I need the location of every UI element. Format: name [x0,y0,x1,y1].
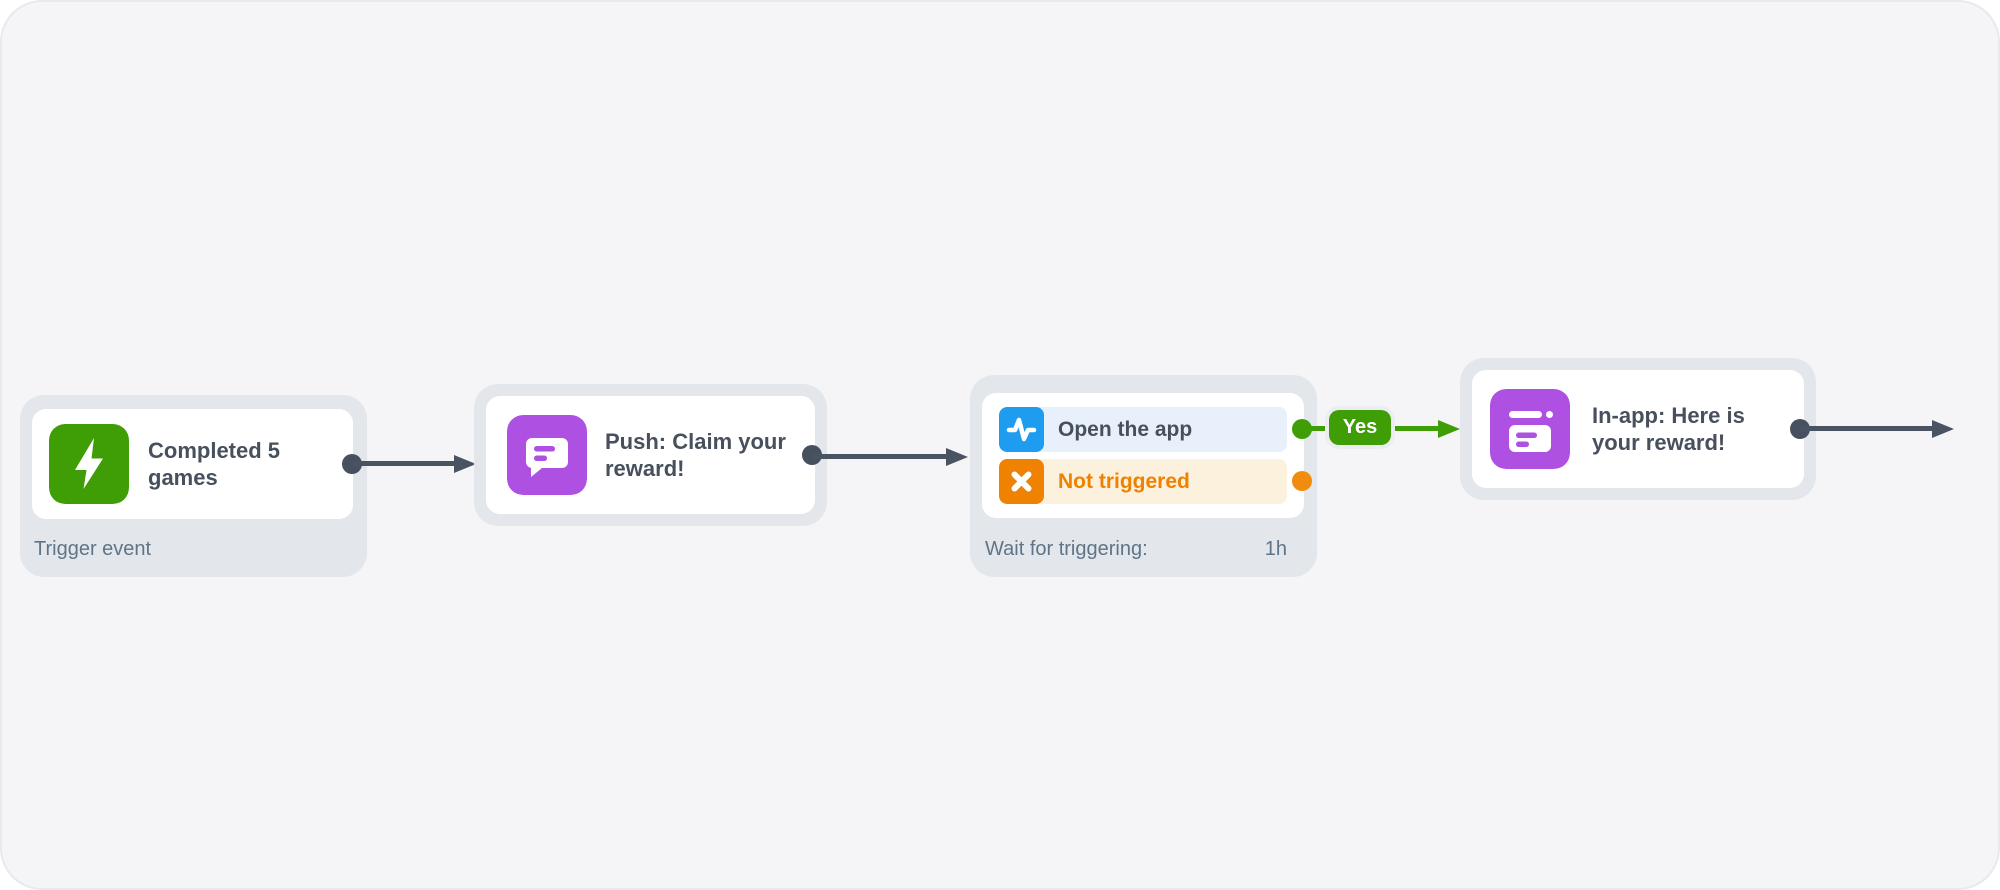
arrowhead-push-to-wait [946,448,968,466]
node-inapp-message-card[interactable]: In-app: Here is your reward! [1472,370,1804,488]
node-wait-for-trigger[interactable]: Open the app Not triggered Wait for trig… [970,375,1317,577]
edge-inapp-continue [1800,426,1934,431]
arrowhead-yes-branch [1438,420,1460,438]
connector-dot-not-triggered-out[interactable] [1292,471,1312,491]
arrowhead-trigger-to-push [454,455,476,473]
activity-pulse-icon [999,407,1044,452]
x-cross-icon [999,459,1044,504]
branch-label-open-the-app: Open the app [1058,417,1193,441]
wait-footer-value: 1h [1264,538,1287,560]
yes-branch-badge[interactable]: Yes [1329,410,1391,445]
node-trigger-event-card[interactable]: Completed 5 games [32,409,353,519]
branch-row-open-the-app[interactable]: Open the app [999,407,1287,452]
push-message-icon [507,415,587,495]
node-trigger-event-title: Completed 5 games [148,438,281,490]
branch-row-not-triggered[interactable]: Not triggered [999,459,1287,504]
node-push-message[interactable]: Push: Claim your reward! [474,384,827,526]
inapp-message-icon [1490,389,1570,469]
edge-push-to-wait [812,454,948,459]
node-inapp-message-title: In-app: Here is your reward! [1592,403,1745,455]
edge-trigger-to-push [352,461,456,466]
arrowhead-inapp-continue [1932,420,1954,438]
node-trigger-event-footer: Trigger event [34,538,152,560]
wait-footer-label: Wait for triggering: [985,538,1148,560]
node-wait-footer: Wait for triggering: 1h [985,537,1287,561]
branch-label-not-triggered: Not triggered [1058,469,1190,493]
node-push-message-card[interactable]: Push: Claim your reward! [486,396,815,514]
node-inapp-message[interactable]: In-app: Here is your reward! [1460,358,1816,500]
lightning-icon [49,424,129,504]
node-trigger-event[interactable]: Completed 5 games Trigger event [20,395,367,577]
node-push-message-title: Push: Claim your reward! [605,429,786,481]
